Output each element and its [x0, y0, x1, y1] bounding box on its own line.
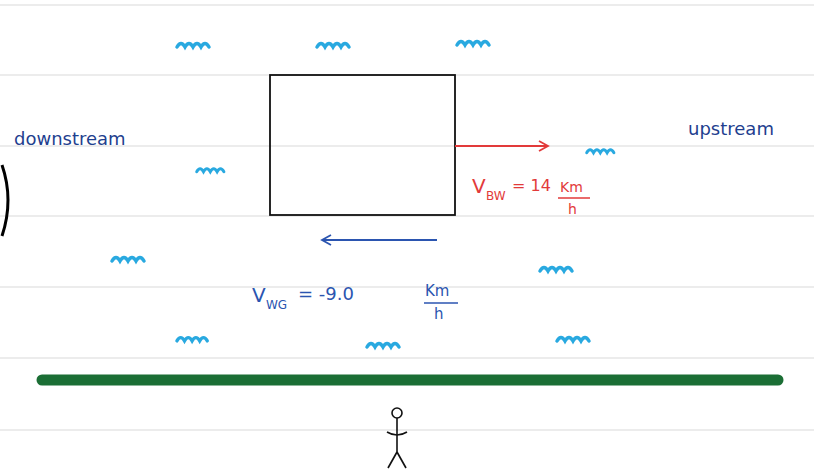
boat-velocity-arrow — [455, 145, 548, 147]
unit-numerator: Km — [425, 284, 449, 299]
fraction-bar — [424, 302, 458, 304]
velocity-value: = -9.0 — [298, 285, 354, 303]
velocity-symbol: V — [252, 285, 266, 305]
fraction-bar — [558, 197, 590, 199]
observer-figure — [387, 408, 407, 468]
velocity-symbol: V — [472, 176, 486, 196]
ruled-lines — [0, 5, 814, 430]
velocity-subscript: BW — [486, 190, 506, 202]
direction-label: upstream — [688, 120, 774, 138]
water-waves — [112, 42, 614, 348]
direction-label: downstream — [14, 130, 126, 148]
boat — [270, 75, 455, 215]
velocity-value: = 14 — [512, 178, 551, 194]
unit-denominator: h — [568, 202, 577, 216]
velocity-subscript: WG — [266, 299, 287, 311]
water-velocity-arrow — [322, 239, 437, 241]
river-bank — [42, 375, 778, 386]
unit-numerator: Km — [560, 180, 583, 194]
bracket — [2, 165, 8, 236]
unit-denominator: h — [434, 307, 444, 322]
